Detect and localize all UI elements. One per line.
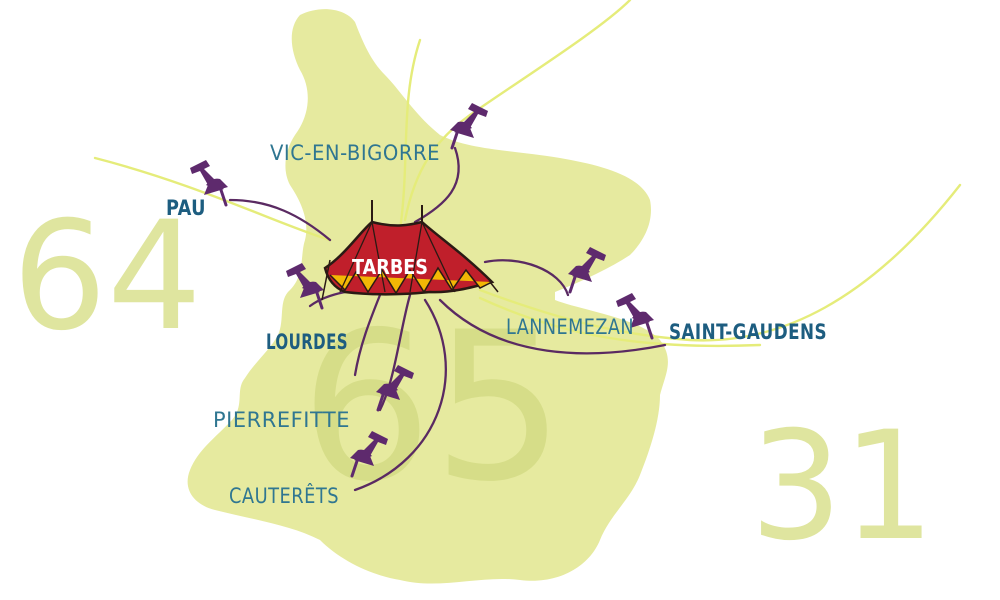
route-cauterets-2 xyxy=(353,293,382,377)
circus-tent-icon xyxy=(321,200,499,301)
route-lourdes xyxy=(308,290,347,308)
road-east-2 xyxy=(478,296,762,348)
route-cauterets xyxy=(353,298,447,492)
city-label-vic-en-bigorre: VIC-EN-BIGORRE xyxy=(270,141,440,165)
road-west xyxy=(93,156,332,242)
department-65-region xyxy=(187,9,668,584)
city-label-saint-gaudens: SAINT-GAUDENS xyxy=(669,320,827,344)
route-lannemezan xyxy=(483,259,570,297)
hub-label-tarbes: TARBES xyxy=(352,255,428,279)
department-number-65: 65 xyxy=(300,289,565,527)
city-label-lourdes: LOURDES xyxy=(266,330,348,354)
department-number-64: 64 xyxy=(12,190,202,364)
city-label-pierrefitte: PIERREFITTE xyxy=(213,408,350,432)
city-label-pau: PAU xyxy=(166,196,206,220)
push-pin-icon xyxy=(448,101,490,150)
road-north-2 xyxy=(398,38,422,232)
road-east xyxy=(478,183,962,342)
route-pierrefitte xyxy=(378,293,412,412)
city-label-cauterets: CAUTERÊTS xyxy=(229,483,339,508)
department-number-31: 31 xyxy=(750,400,935,574)
route-pau xyxy=(228,198,332,242)
city-label-lannemezan: LANNEMEZAN xyxy=(506,315,634,339)
route-saint-gaudens xyxy=(438,298,667,355)
route-vic-en-bigorre xyxy=(413,146,460,224)
